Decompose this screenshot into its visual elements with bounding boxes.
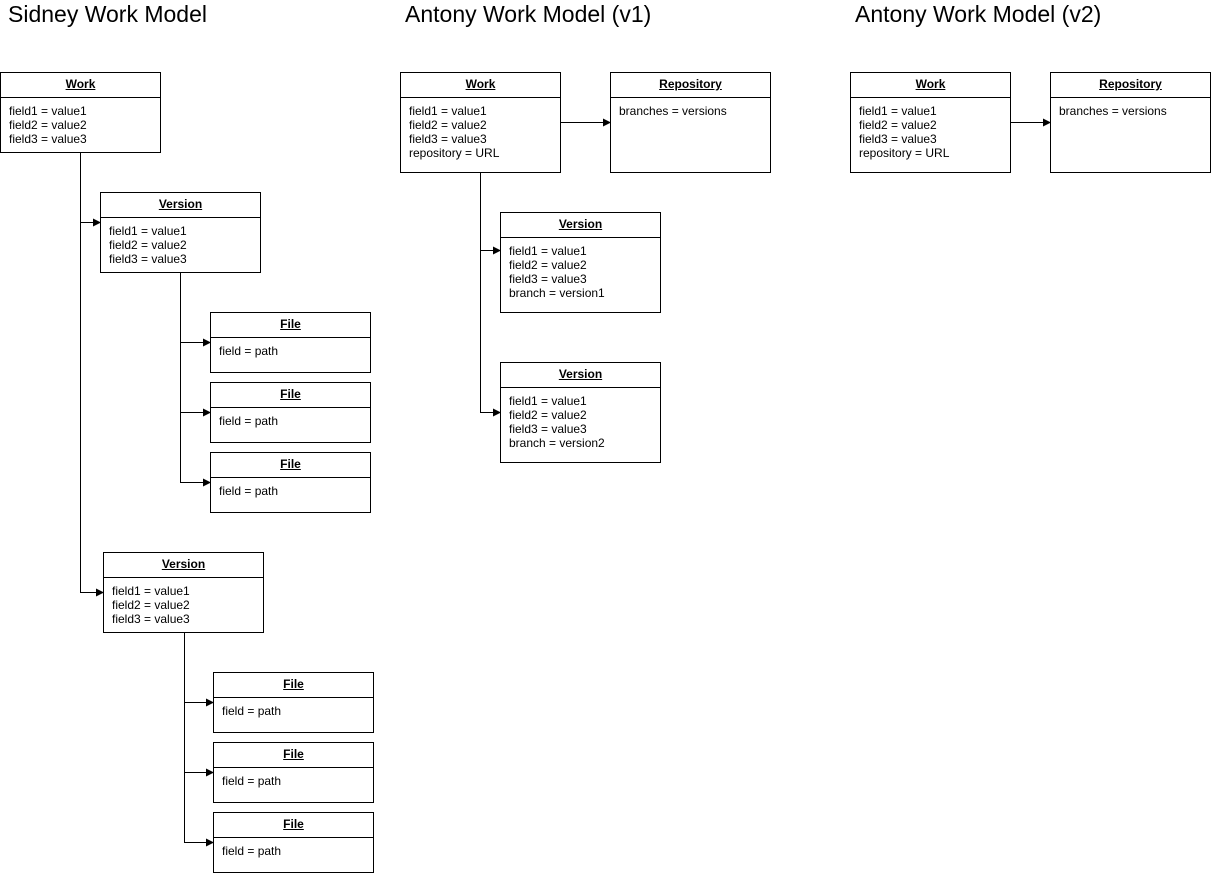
field-row: field = path <box>219 484 279 498</box>
sidney-version2-file2-box[interactable]: File field = path <box>213 742 374 803</box>
edge-sidney-work-version2 <box>80 152 104 597</box>
field-row: repository = URL <box>859 146 950 160</box>
box-header: Repository <box>611 73 770 98</box>
box-header: Work <box>1 73 160 98</box>
field-row: field = path <box>219 414 279 428</box>
field-row: field2 = value2 <box>9 118 87 132</box>
sidney-version1-box[interactable]: Version field1 = value1 field2 = value2 … <box>100 192 261 273</box>
box-header: Version <box>101 193 260 218</box>
field-row: branch = version1 <box>509 286 605 300</box>
antony-v1-repository-box[interactable]: Repository branches = versions <box>610 72 771 173</box>
field-row: branches = versions <box>1059 104 1167 118</box>
field-row: field2 = value2 <box>112 598 190 612</box>
box-header: File <box>211 453 370 478</box>
antony-v1-version2-box[interactable]: Version field1 = value1 field2 = value2 … <box>500 362 661 463</box>
field-row: branch = version2 <box>509 436 605 450</box>
field-row: field1 = value1 <box>9 104 87 118</box>
edge-sidney-version1-file1 <box>180 272 211 347</box>
box-header: File <box>214 673 373 698</box>
antony-v2-work-box[interactable]: Work field1 = value1 field2 = value2 fie… <box>850 72 1011 173</box>
field-row: field = path <box>222 704 282 718</box>
box-header: File <box>214 813 373 838</box>
field-row: field3 = value3 <box>509 272 587 286</box>
field-row: field3 = value3 <box>509 422 587 436</box>
box-header: Repository <box>1051 73 1210 98</box>
sidney-version2-file1-box[interactable]: File field = path <box>213 672 374 733</box>
field-row: field1 = value1 <box>109 224 187 238</box>
field-row: field1 = value1 <box>509 394 587 408</box>
field-row: field1 = value1 <box>509 244 587 258</box>
edge-sidney-version2-file3 <box>184 632 214 847</box>
box-header: File <box>214 743 373 768</box>
edge-sidney-version1-file3 <box>180 272 211 487</box>
field-row: field3 = value3 <box>112 612 190 626</box>
box-header: Work <box>401 73 560 98</box>
field-row: field2 = value2 <box>859 118 937 132</box>
box-header: Version <box>104 553 263 578</box>
sidney-work-box[interactable]: Work field1 = value1 field2 = value2 fie… <box>0 72 161 153</box>
title-antony-work-model-v2: Antony Work Model (v2) <box>855 1 1102 27</box>
field-row: field2 = value2 <box>509 258 587 272</box>
sidney-version1-file2-box[interactable]: File field = path <box>210 382 371 443</box>
sidney-version1-file1-box[interactable]: File field = path <box>210 312 371 373</box>
box-header: File <box>211 313 370 338</box>
field-row: field1 = value1 <box>859 104 937 118</box>
box-header: Version <box>501 213 660 238</box>
edge-sidney-work-version1 <box>80 152 101 227</box>
field-row: field2 = value2 <box>509 408 587 422</box>
antony-v2-repository-box[interactable]: Repository branches = versions <box>1050 72 1211 173</box>
field-row: field = path <box>222 844 282 858</box>
title-sidney-work-model: Sidney Work Model <box>8 1 207 27</box>
field-row: field3 = value3 <box>109 252 187 266</box>
antony-v1-work-box[interactable]: Work field1 = value1 field2 = value2 fie… <box>400 72 561 173</box>
sidney-version1-file3-box[interactable]: File field = path <box>210 452 371 513</box>
box-header: Version <box>501 363 660 388</box>
sidney-version2-file3-box[interactable]: File field = path <box>213 812 374 873</box>
box-header: File <box>211 383 370 408</box>
edge-antony-v1-work-version1 <box>480 172 501 255</box>
field-row: field = path <box>219 344 279 358</box>
field-row: repository = URL <box>409 146 500 160</box>
edge-sidney-version2-file1 <box>184 632 214 707</box>
antony-v1-version1-box[interactable]: Version field1 = value1 field2 = value2 … <box>500 212 661 313</box>
edge-antony-v1-work-version2 <box>480 172 501 417</box>
field-row: field3 = value3 <box>859 132 937 146</box>
field-row: field3 = value3 <box>409 132 487 146</box>
field-row: field2 = value2 <box>109 238 187 252</box>
field-row: field3 = value3 <box>9 132 87 146</box>
box-header: Work <box>851 73 1010 98</box>
sidney-version2-box[interactable]: Version field1 = value1 field2 = value2 … <box>103 552 264 633</box>
field-row: field1 = value1 <box>409 104 487 118</box>
title-antony-work-model-v1: Antony Work Model (v1) <box>405 1 652 27</box>
field-row: branches = versions <box>619 104 727 118</box>
field-row: field = path <box>222 774 282 788</box>
field-row: field1 = value1 <box>112 584 190 598</box>
field-row: field2 = value2 <box>409 118 487 132</box>
